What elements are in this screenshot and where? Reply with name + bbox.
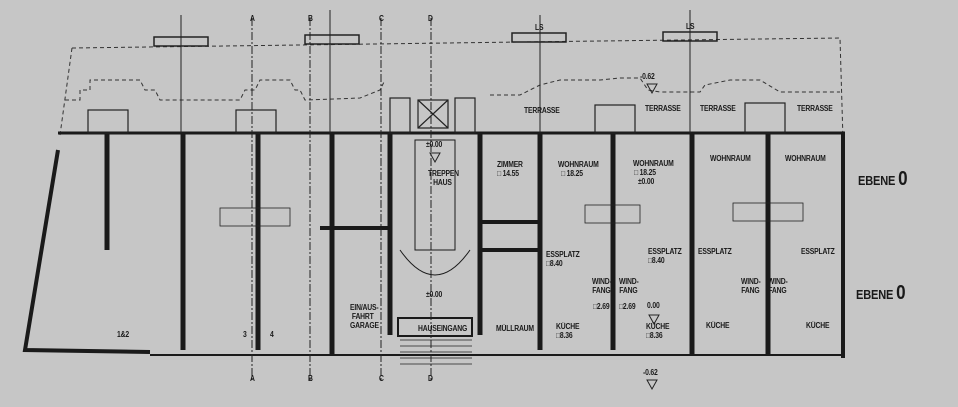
ls-markers <box>153 10 718 133</box>
room-wohnraum-area: □ 18.25 <box>561 169 583 178</box>
room-windfang: WIND- FANG <box>619 277 639 295</box>
ls-label: LS <box>686 22 695 31</box>
room-terrasse: TERRASSE <box>797 104 833 113</box>
room-windfang: WIND- FANG <box>592 277 612 295</box>
room-treppenhaus: TREPPEN HAUS <box>428 169 459 187</box>
entrance-3: 3 <box>243 330 247 339</box>
section-marker-c-bottom: C <box>379 374 384 383</box>
section-marker-d: D <box>428 14 433 23</box>
room-wohnraum: WOHNRAUM <box>785 154 826 163</box>
room-terrasse: TERRASSE <box>524 106 560 115</box>
room-kueche-area: □8.36 <box>646 331 663 340</box>
elevation-label: -0.62 <box>640 72 655 81</box>
section-lines <box>251 18 432 380</box>
room-garage: EIN/AUS- FAHRT GARAGE <box>350 303 379 330</box>
section-marker-a: A <box>250 14 255 23</box>
elevation-label: 0.00 <box>647 301 660 310</box>
room-terrasse: TERRASSE <box>700 104 736 113</box>
level-label-bottom: EBENE 0 <box>856 282 906 304</box>
room-wohnraum-area: □ 18.25 <box>634 168 656 177</box>
section-marker-a-bottom: A <box>250 374 255 383</box>
elevation-label: ±0.00 <box>638 177 655 186</box>
room-kueche: KÜCHE <box>706 321 730 330</box>
room-essplatz-area: □8.40 <box>546 259 563 268</box>
room-essplatz: ESSPLATZ <box>648 247 682 256</box>
room-kueche: KÜCHE <box>556 322 580 331</box>
room-windfang: WIND- FANG <box>741 277 761 295</box>
room-kueche-area: □8.36 <box>556 331 573 340</box>
terrace-bays <box>87 97 786 134</box>
entrance-4: 4 <box>270 330 274 339</box>
room-kueche: KÜCHE <box>646 322 670 331</box>
section-marker-c: C <box>379 14 384 23</box>
room-windfang-area: □2.69 <box>593 302 610 311</box>
entrance-1-2: 1&2 <box>117 330 129 339</box>
room-essplatz-area: □8.40 <box>648 256 665 265</box>
room-wohnraum: WOHNRAUM <box>558 160 599 169</box>
room-wohnraum: WOHNRAUM <box>633 159 674 168</box>
room-windfang: WIND- FANG <box>768 277 788 295</box>
room-wohnraum: WOHNRAUM <box>710 154 751 163</box>
ls-label: LS <box>535 23 544 32</box>
room-zimmer: ZIMMER <box>497 160 523 169</box>
stairs <box>219 202 804 365</box>
room-windfang-area: □2.69 <box>619 302 636 311</box>
room-kueche: KÜCHE <box>806 321 830 330</box>
section-marker-b-bottom: B <box>308 374 313 383</box>
room-essplatz: ESSPLATZ <box>801 247 835 256</box>
section-marker-b: B <box>308 14 313 23</box>
section-marker-d-bottom: D <box>428 374 433 383</box>
level-triangles <box>429 83 660 391</box>
room-terrasse: TERRASSE <box>645 104 681 113</box>
elevation-label: ±0.00 <box>426 140 443 149</box>
walls <box>22 131 845 358</box>
room-essplatz: ESSPLATZ <box>546 250 580 259</box>
elevation-label: -0.62 <box>643 368 658 377</box>
room-essplatz: ESSPLATZ <box>698 247 732 256</box>
room-muellraum: MÜLLRAUM <box>496 324 534 333</box>
elevation-label: ±0.00 <box>426 290 443 299</box>
room-zimmer-area: □ 14.55 <box>497 169 519 178</box>
site-boundary <box>59 37 844 141</box>
room-hauseingang: HAUSEINGANG <box>418 324 468 333</box>
level-label-top: EBENE 0 <box>858 168 908 190</box>
